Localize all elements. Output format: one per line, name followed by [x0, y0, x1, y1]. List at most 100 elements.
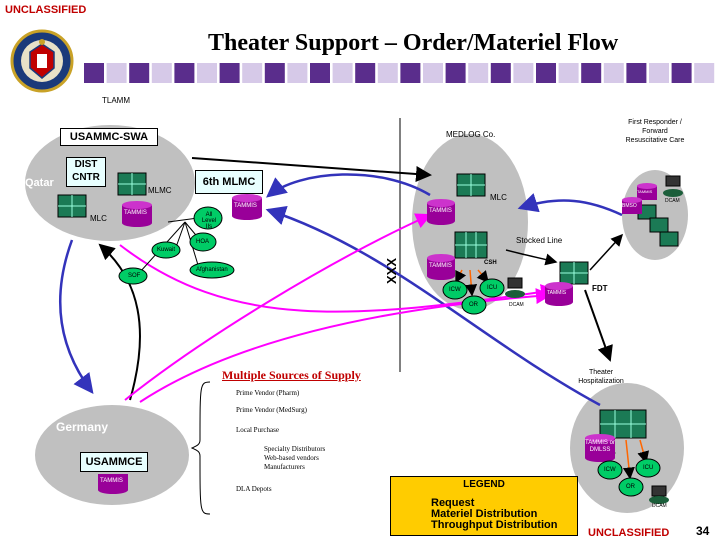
node-icw-medlog	[442, 280, 468, 300]
banner-square	[242, 63, 263, 83]
banner-square	[264, 63, 285, 83]
banner-square	[219, 63, 240, 83]
dist-cntr-box: DIST CNTR	[66, 157, 106, 187]
banner-square	[197, 63, 217, 83]
banner-square	[287, 63, 308, 83]
source-manufacturers: Manufacturers	[264, 463, 305, 471]
banner-square	[423, 63, 443, 83]
stocked-line-label: Stocked Line	[516, 236, 563, 245]
tammis-label-fdt: TAMMIS	[547, 290, 567, 296]
banner-square	[581, 63, 602, 83]
banner-square	[513, 63, 534, 83]
node-kuwait	[151, 241, 181, 259]
tammis-label-qatar: TAMMIS	[124, 210, 147, 216]
laptop-icon-fr	[663, 175, 683, 197]
node-afghanistan	[189, 261, 235, 279]
banner-square	[400, 63, 421, 83]
dcam-label-fr: DCAM	[665, 198, 680, 204]
title-banner	[84, 62, 720, 84]
legend-box: LEGEND Request Materiel Distribution Thr…	[390, 476, 578, 536]
icw-medlog-label: ICW	[449, 287, 461, 293]
legend-materiel: Materiel Distribution	[431, 508, 538, 520]
mlc-left-label: MLC	[90, 214, 107, 223]
dcam-label-medlog: DCAM	[509, 302, 524, 308]
banner-square	[468, 63, 489, 83]
sources-heading: Multiple Sources of Supply	[222, 368, 361, 382]
qatar-label: Qatar	[25, 177, 54, 189]
medlog-block-mlc	[456, 173, 486, 197]
banner-square	[536, 63, 556, 83]
laptop-icon-hosp	[649, 485, 669, 504]
page-number: 34	[696, 524, 710, 538]
seal-logo	[10, 26, 74, 96]
all-level-iis-label: All Level IIs	[201, 212, 217, 230]
csh-arrow-icw	[455, 269, 467, 284]
banner-square	[558, 63, 579, 83]
materiel-arrow-qatar-to-medlog	[191, 157, 432, 182]
request-arrow-medlog-to-6thmlmc	[266, 173, 431, 198]
banner-square	[603, 63, 624, 83]
tammis-cylinder-germany	[98, 474, 128, 494]
banner-square	[671, 63, 692, 83]
sof-label: SOF	[128, 273, 141, 279]
banner-square	[694, 63, 715, 83]
theater-hosp-label: Theater Hospitalization	[578, 369, 624, 385]
materiel-arrow-fdt-to-fr	[589, 233, 624, 271]
fdt-block	[559, 261, 589, 285]
banner-square	[174, 63, 195, 83]
usammc-swa-box: USAMMC-SWA	[60, 128, 158, 146]
source-specialty: Specialty Distributors	[264, 445, 326, 453]
node-or-medlog	[461, 295, 487, 315]
throughput-arrow-germany-to-medlog	[124, 213, 432, 401]
tlamm-label: TLAMM	[102, 96, 130, 105]
medlog-block-csh	[454, 231, 488, 259]
tammis-dmlss-label: TAMMIS or DMLSS	[585, 440, 615, 453]
request-arrow-qatar-to-germany	[58, 239, 94, 394]
node-or-hosp	[618, 477, 644, 497]
tammis-label-medlog: TAMMIS	[429, 208, 452, 214]
banner-square	[310, 63, 330, 83]
banner-square	[490, 63, 511, 83]
icu-medlog-label: ICU	[487, 285, 498, 291]
materiel-arrow-medlog-to-fdt	[505, 249, 558, 266]
node-icu-hosp	[635, 458, 661, 478]
banner-square	[129, 63, 150, 83]
node-icu-medlog	[479, 278, 505, 298]
banner-square	[151, 63, 172, 83]
or-medlog-label: OR	[469, 302, 478, 308]
source-web: Web-based vendors	[264, 454, 319, 462]
bmso-label: BMSO	[622, 203, 637, 209]
tammis-label-germany: TAMMIS	[100, 478, 123, 484]
legend-request: Request	[431, 497, 475, 509]
mlc-right-label: MLC	[490, 193, 507, 202]
banner-square	[626, 63, 647, 83]
csh-arrow-or	[465, 269, 478, 297]
banner-square	[106, 63, 127, 83]
or-hosp-label: OR	[626, 484, 635, 490]
node-sof	[118, 267, 148, 285]
afghanistan-label: Afghanistan	[196, 267, 228, 273]
tammis-cylinder-fr	[637, 183, 657, 200]
materiel-arrow-fdt-to-hosp	[584, 289, 613, 362]
tammis-cylinder-hosp	[585, 434, 615, 462]
icw-hosp-label: ICW	[604, 467, 616, 473]
hosp-arrow-icu	[637, 439, 650, 464]
banner-square	[84, 63, 104, 83]
node-icw-hosp	[597, 460, 623, 480]
banner-square	[445, 63, 466, 83]
tammis-cylinder-medlog	[427, 199, 455, 225]
tammis-cylinder-6thmlmc	[232, 194, 262, 220]
tammis-label-fr: TAMMIS	[637, 189, 653, 194]
legend-throughput: Throughput Distribution	[431, 519, 558, 531]
germany-label: Germany	[56, 420, 109, 434]
banner-square	[649, 63, 669, 83]
tammis-cylinder-csh	[427, 254, 455, 280]
classification-top: UNCLASSIFIED	[5, 4, 87, 16]
dcam-label-hosp: DCAM	[652, 503, 667, 509]
usammce-box: USAMMCE	[80, 452, 148, 472]
source-local-purchase: Local Purchase	[236, 426, 279, 434]
qatar-block-mlmc	[117, 172, 147, 196]
tammis-label-csh: TAMMIS	[429, 263, 452, 269]
csh-label: CSH	[484, 260, 497, 266]
